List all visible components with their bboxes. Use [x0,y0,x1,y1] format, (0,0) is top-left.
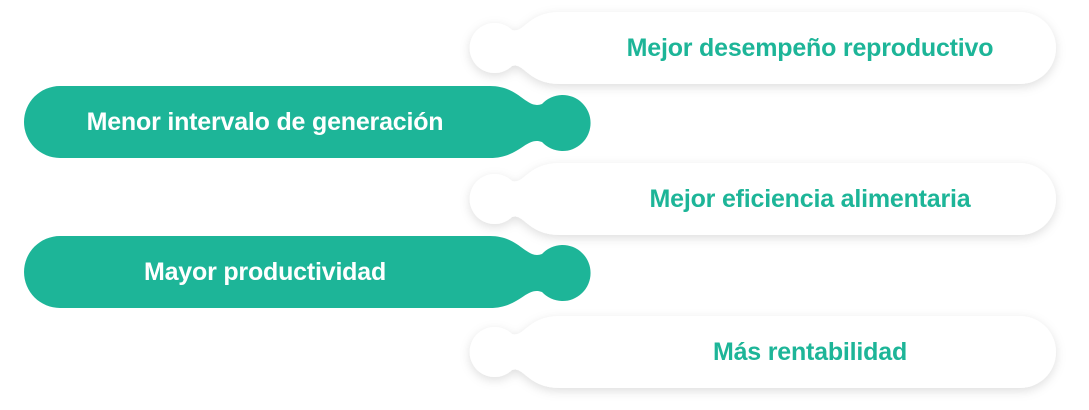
benefit-label-3: Mejor eficiencia alimentaria [649,184,971,213]
pill-shape-3 [469,163,1057,235]
benefit-label-4: Mayor productividad [143,257,387,286]
pill-shape-2 [24,86,591,158]
benefit-label-2: Menor intervalo de generación [86,107,444,136]
pill-shape-1 [469,12,1056,84]
benefit-label-5: Más rentabilidad [712,337,908,366]
pill-shape-4 [24,236,591,308]
pill-shape-5 [469,316,1057,388]
benefit-label-1: Mejor desempeño reproductivo [626,33,994,62]
